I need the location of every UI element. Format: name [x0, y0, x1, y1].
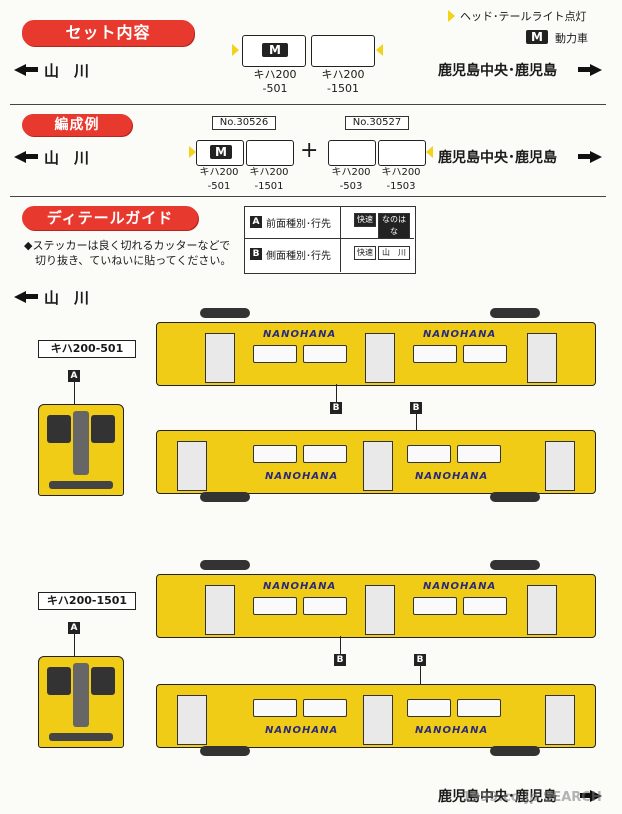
side-marker-line [340, 636, 341, 654]
bogie [490, 746, 540, 756]
set-car-501-label: キハ200 -501 [253, 68, 297, 95]
legend-a-label: 前面種別･行先 [266, 219, 331, 230]
headlight-lamp-icon [448, 10, 455, 22]
left-arrow-shaft [24, 294, 38, 299]
bogie [200, 560, 250, 570]
set-car-501-motor-badge: M [262, 43, 288, 57]
right-arrow-icon [590, 151, 602, 163]
formation-plus: + [300, 138, 319, 163]
formation-lamp-icon [189, 146, 196, 158]
watermark: 1999.co.jp SEARCH [462, 790, 602, 805]
right-arrow-shaft [580, 793, 592, 798]
bogie [490, 308, 540, 318]
set-car-1501-label: キハ200 -1501 [321, 68, 365, 95]
formation-label-1501: キハ200 -1501 [249, 167, 289, 192]
right-arrow-shaft [578, 154, 592, 159]
side-marker-line [420, 666, 421, 684]
side-marker-b: B [410, 402, 422, 414]
legend-motor-label: 動力車 [555, 32, 588, 45]
detail-left-dest: 山 川 [44, 289, 90, 307]
detail-right-dest: 鹿児島中央･鹿児島 [438, 789, 557, 805]
detail-title: ディテールガイド [22, 206, 198, 230]
formation-label-1503: キハ200 -1503 [381, 167, 421, 192]
left-arrow-icon [14, 291, 26, 303]
front-marker-line [74, 634, 75, 656]
left-arrow-icon [14, 64, 26, 76]
formation-label-503: キハ200 -503 [331, 167, 371, 192]
formation-car-1503 [378, 140, 426, 166]
formation-car-503 [328, 140, 376, 166]
detail-note: ◆ステッカーは良く切れるカッターなどで 切り抜き、ていねいに貼ってください。 [24, 239, 232, 267]
front-marker-a: A [68, 370, 80, 382]
formation-title: 編成例 [22, 114, 132, 136]
train2-side-a: NANOHANA NANOHANA [156, 574, 596, 638]
right-arrow-icon [590, 64, 602, 76]
side-marker-line [336, 384, 337, 402]
sticker-b-dest: 山 川 [378, 246, 410, 260]
legend-divider [244, 238, 414, 239]
set-right-dest: 鹿児島中央･鹿児島 [438, 63, 557, 79]
sticker-b-type: 快速 [354, 246, 376, 260]
legend-marker-b: B [250, 248, 262, 260]
train2-front-view [38, 656, 124, 748]
left-arrow-shaft [24, 154, 38, 159]
formation-lamp-icon [426, 146, 433, 158]
legend-b-label: 側面種別･行先 [266, 251, 331, 262]
sticker-a-type: 快速 [354, 213, 376, 227]
legend-motor-badge: M [526, 30, 548, 44]
train1-front-view [38, 404, 124, 496]
formation-no2: No.30527 [345, 116, 409, 130]
side-marker-b: B [414, 654, 426, 666]
side-marker-line [416, 414, 417, 430]
side-marker-b: B [330, 402, 342, 414]
formation-motor-badge: M [210, 145, 232, 159]
left-arrow-icon [14, 151, 26, 163]
formation-right-dest: 鹿児島中央･鹿児島 [438, 150, 557, 166]
train2-label: キハ200-1501 [38, 592, 136, 610]
set-car-1501-lamp-icon [376, 44, 383, 56]
bogie [200, 308, 250, 318]
train1-side-b: NANOHANA NANOHANA [156, 430, 596, 494]
set-left-dest: 山 川 [44, 62, 90, 80]
legend-divider [340, 206, 341, 272]
formation-car-1501 [246, 140, 294, 166]
right-arrow-shaft [578, 67, 592, 72]
divider [10, 196, 606, 197]
divider [10, 104, 606, 105]
train1-label: キハ200-501 [38, 340, 136, 358]
legend-headlight: ヘッド･テールライト点灯 [460, 10, 587, 23]
train1-side-a: NANOHANA NANOHANA [156, 322, 596, 386]
formation-label-501: キハ200 -501 [199, 167, 239, 192]
bogie [490, 560, 540, 570]
set-title: セット内容 [22, 20, 194, 46]
sticker-a-dest: なのはな [378, 213, 410, 239]
train2-side-b: NANOHANA NANOHANA [156, 684, 596, 748]
right-arrow-icon [590, 790, 602, 802]
bogie [200, 492, 250, 502]
bogie [200, 746, 250, 756]
formation-no1: No.30526 [212, 116, 276, 130]
legend-marker-a: A [250, 216, 262, 228]
front-marker-line [74, 382, 75, 404]
front-marker-a: A [68, 622, 80, 634]
bogie [490, 492, 540, 502]
set-car-1501 [311, 35, 375, 67]
formation-left-dest: 山 川 [44, 149, 90, 167]
side-marker-b: B [334, 654, 346, 666]
left-arrow-shaft [24, 67, 38, 72]
set-car-501-lamp-icon [232, 44, 239, 56]
